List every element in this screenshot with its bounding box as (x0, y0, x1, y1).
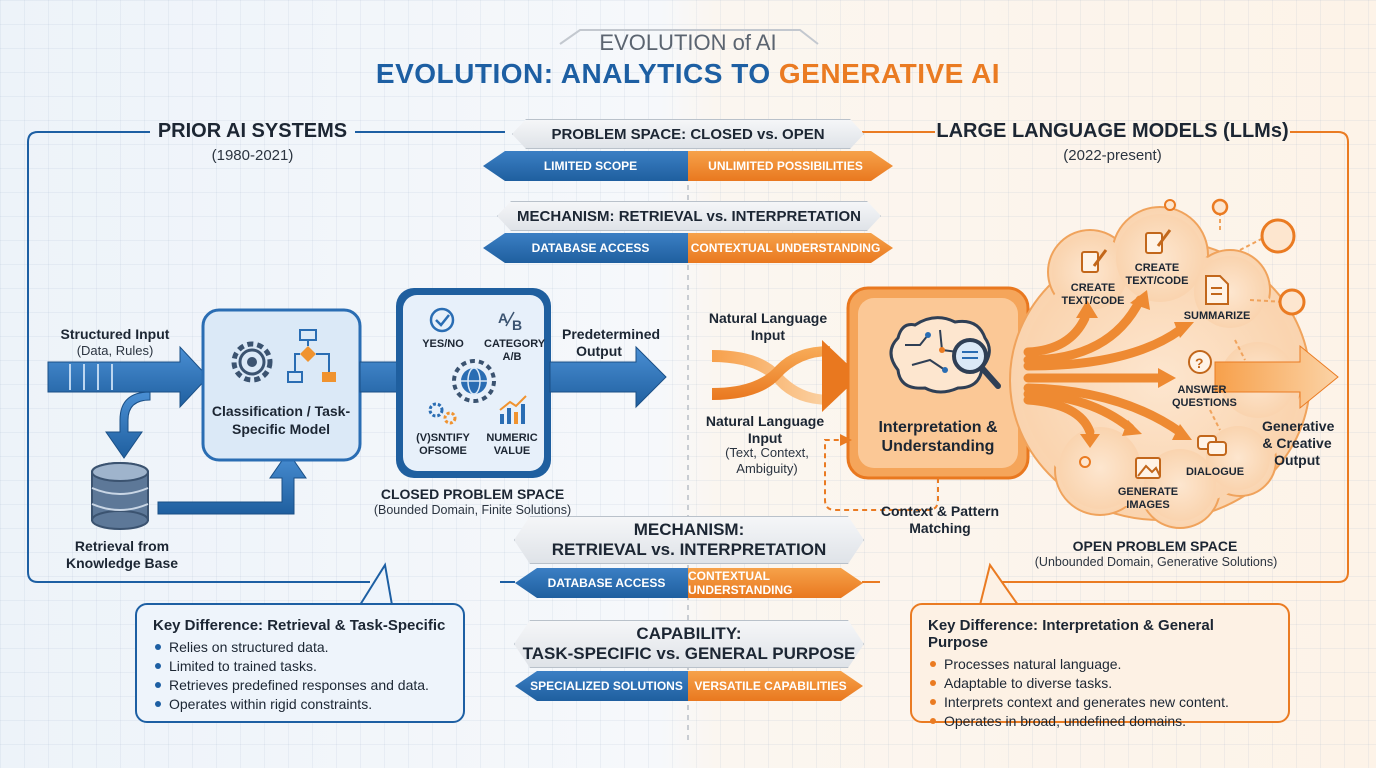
left-title: PRIOR AI SYSTEMS (157, 120, 348, 142)
list-item: Retrieves predefined responses and data. (153, 676, 447, 695)
closed-item-yes-no: YES/NO (422, 338, 464, 350)
specialized-solutions-arrow: SPECIALIZED SOLUTIONS (515, 671, 688, 701)
right-years: (2022-present) (1063, 147, 1162, 164)
network-node-icon (1260, 218, 1296, 254)
list-item: Interprets context and generates new con… (928, 693, 1272, 712)
bar-chart-icon (499, 395, 527, 424)
svg-text:?: ? (1195, 355, 1204, 371)
list-item: Processes natural language. (928, 655, 1272, 674)
database-access-arrow: DATABASE ACCESS (483, 233, 688, 263)
output-summarize: SUMMARIZE (1183, 310, 1251, 322)
contextual-understanding-arrow: CONTEXTUAL UNDERSTANDING (688, 233, 893, 263)
gear-icon (231, 341, 273, 383)
ab-icon: A B (498, 310, 522, 333)
mechanism-pill-2: MECHANISM: RETRIEVAL vs. INTERPRETATION (514, 516, 864, 564)
limited-scope-arrow: LIMITED SCOPE (483, 151, 688, 181)
globe-icon (452, 359, 496, 403)
core-label: Interpretation & Understanding (878, 419, 998, 455)
list-item: Operates within rigid constraints. (153, 695, 447, 714)
edit-doc-icon-2 (1145, 229, 1172, 254)
right-key-list: Processes natural language. Adaptable to… (928, 655, 1272, 731)
closed-item-numeric: NUMERIC VALUE (486, 432, 538, 457)
main-title-part1: EVOLUTION: ANALYTICS TO (375, 58, 779, 89)
left-key-title: Key Difference: Retrieval & Task-Specifi… (153, 617, 446, 634)
right-key-difference-card: Key Difference: Interpretation & General… (910, 603, 1290, 729)
closed-item-quantify: (V)SNTIFY OFSOME (416, 432, 470, 457)
flowchart-icon (287, 329, 336, 383)
mechanism-pill-2-line1: MECHANISM: (633, 520, 745, 539)
output-answer-questions: ANSWER QUESTIONS (1172, 384, 1237, 409)
image-icon (1135, 457, 1161, 479)
database-access-arrow-2: DATABASE ACCESS (515, 568, 688, 598)
capability-pill-line2: TASK-SPECIFIC vs. GENERAL PURPOSE (522, 644, 856, 663)
left-years: (1980-2021) (211, 147, 294, 164)
mechanism-pill-2-line2: RETRIEVAL vs. INTERPRETATION (551, 540, 827, 559)
generative-output-label: Generative & Creative Output (1262, 418, 1335, 468)
structured-input-label: Structured Input (60, 326, 170, 342)
open-space-label: OPEN PROBLEM SPACE (1072, 538, 1238, 554)
svg-text:A: A (498, 310, 508, 326)
document-icon (1205, 275, 1229, 305)
retrieval-label: Retrieval from Knowledge Base (65, 538, 179, 571)
chat-icon (1197, 435, 1227, 456)
right-title: LARGE LANGUAGE MODELS (LLMs) (936, 120, 1289, 142)
question-icon: ? (1188, 350, 1212, 374)
left-key-list: Relies on structured data. Limited to tr… (153, 638, 447, 714)
versatile-capabilities-arrow: VERSATILE CAPABILITIES (688, 671, 863, 701)
main-title-part2: GENERATIVE AI (778, 58, 1001, 89)
structured-input-sub: (Data, Rules) (76, 343, 154, 358)
nl-input-label-2: Natural Language Input (705, 413, 825, 446)
list-item: Relies on structured data. (153, 638, 447, 657)
database-icon (91, 462, 149, 530)
list-item: Limited to trained tasks. (153, 657, 447, 676)
context-label: Context & Pattern Matching (880, 503, 1000, 536)
brain-icon (889, 316, 991, 394)
capability-pill-line1: CAPABILITY: (636, 624, 742, 643)
small-gears-icon (428, 402, 457, 425)
closed-item-category: CATEGORY A/B (484, 338, 546, 363)
capability-pill: CAPABILITY: TASK-SPECIFIC vs. GENERAL PU… (514, 620, 864, 668)
closed-space-label: CLOSED PROBLEM SPACE (380, 486, 565, 502)
problem-space-pill: PROBLEM SPACE: CLOSED vs. OPEN (512, 119, 864, 149)
main-title: EVOLUTION: ANALYTICS TO GENERATIVE AI (338, 58, 1038, 90)
list-item: Adaptable to diverse tasks. (928, 674, 1272, 693)
closed-space-sub: (Bounded Domain, Finite Solutions) (373, 503, 572, 517)
supertitle: EVOLUTION of AI (599, 30, 777, 55)
mechanism-pill: MECHANISM: RETRIEVAL vs. INTERPRETATION (497, 201, 881, 231)
nl-input-sub: (Text, Context, Ambiguity) (725, 445, 809, 476)
left-key-difference-card: Key Difference: Retrieval & Task-Specifi… (135, 603, 465, 723)
unlimited-possibilities-arrow: UNLIMITED POSSIBILITIES (688, 151, 893, 181)
contextual-understanding-arrow-2: CONTEXTUAL UNDERSTANDING (688, 568, 863, 598)
model-label: Classification / Task-Specific Model (211, 403, 351, 437)
checkmark-icon (429, 307, 455, 333)
svg-text:B: B (512, 317, 522, 333)
right-key-title: Key Difference: Interpretation & General… (928, 617, 1214, 651)
output-dialogue: DIALOGUE (1185, 466, 1245, 478)
output-generate-images: GENERATE IMAGES (1117, 486, 1179, 511)
open-space-sub: (Unbounded Domain, Generative Solutions) (1034, 555, 1278, 569)
output-create-text-2: CREATE TEXT/CODE (1125, 262, 1189, 287)
predetermined-output-label: Predetermined Output (562, 326, 661, 359)
nl-input-label-1: Natural Language Input (708, 310, 828, 343)
list-item: Operates in broad, undefined domains. (928, 712, 1272, 731)
output-create-text-1: CREATE TEXT/CODE (1061, 282, 1125, 307)
edit-doc-icon (1081, 249, 1108, 273)
magnifier-icon (952, 338, 1001, 389)
